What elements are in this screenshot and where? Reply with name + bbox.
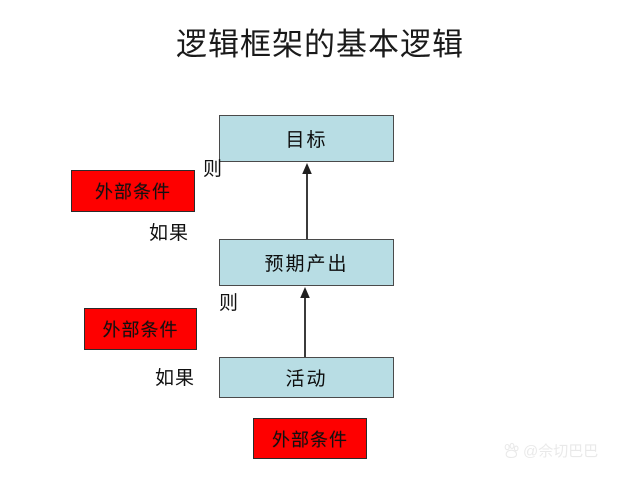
- node-external-condition-bottom: 外部条件: [253, 418, 367, 459]
- connector-label-then-lower: 则: [219, 293, 240, 314]
- node-external-condition-bottom-label: 外部条件: [272, 429, 348, 450]
- watermark: @佘切巴巴: [503, 437, 635, 463]
- paw-logo-icon: [503, 442, 520, 459]
- connector-label-if-upper: 如果: [149, 223, 190, 244]
- node-goal-label: 目标: [285, 130, 328, 151]
- node-external-condition-middle: 外部条件: [84, 308, 197, 350]
- connector-label-if-lower: 如果: [155, 368, 196, 389]
- node-external-condition-top: 外部条件: [71, 170, 195, 212]
- node-goal: 目标: [219, 115, 394, 162]
- arrow-activity-to-output-icon: [297, 287, 313, 357]
- node-external-condition-top-label: 外部条件: [95, 182, 171, 202]
- node-expected-output-label: 预期产出: [264, 254, 349, 275]
- arrow-output-to-goal-icon: [299, 163, 315, 239]
- page-title: 逻辑框架的基本逻辑: [176, 27, 464, 62]
- node-activity-label: 活动: [285, 369, 328, 390]
- node-external-condition-middle-label: 外部条件: [102, 320, 179, 340]
- node-activity: 活动: [219, 357, 394, 398]
- connector-label-then-upper: 则: [203, 159, 224, 180]
- node-expected-output: 预期产出: [219, 239, 394, 286]
- watermark-text: @佘切巴巴: [523, 442, 599, 460]
